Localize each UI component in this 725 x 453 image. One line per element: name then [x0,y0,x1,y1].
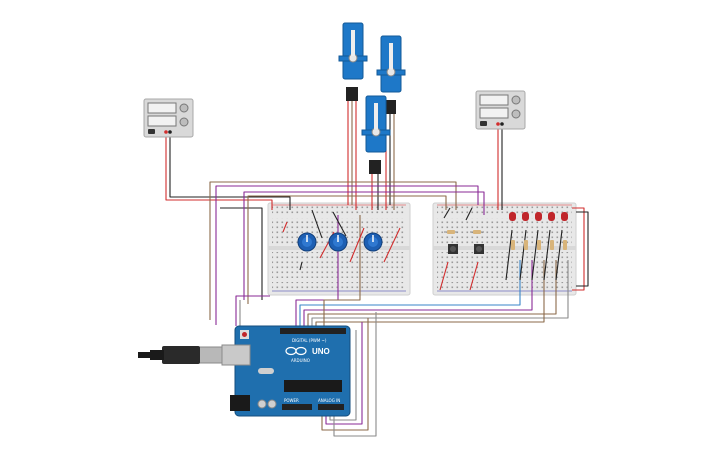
servo-2[interactable] [376,35,406,114]
servo-3[interactable] [361,95,391,174]
led-group [509,212,568,250]
potentiometer-2[interactable] [328,232,348,252]
voltage-knob-icon[interactable] [179,103,189,113]
current-knob-icon[interactable] [511,109,521,119]
analog-header-label: ANALOG IN [318,398,340,403]
led-resistor-3[interactable] [537,240,541,250]
pushbutton-2[interactable] [474,244,484,254]
led-resistor-4[interactable] [550,240,554,250]
led-resistor-1[interactable] [511,240,515,250]
led-2[interactable] [522,212,529,221]
resistor-button-1[interactable] [444,230,458,234]
power-supply-right[interactable] [475,90,526,130]
digital-header-label: DIGITAL (PWM ~) [292,338,327,343]
resistor-button-2[interactable] [470,230,484,234]
servo-horn-icon[interactable] [386,67,396,77]
voltage-knob-icon[interactable] [511,95,521,105]
usb-cable[interactable] [138,346,223,364]
brand-label: ARDUINO [291,358,310,363]
dc-jack [230,395,250,411]
positive-terminal-icon [164,130,168,134]
led-4[interactable] [548,212,555,221]
current-knob-icon[interactable] [179,117,189,127]
wires [165,100,589,437]
microcontroller-chip [284,380,342,392]
servo-horn-icon[interactable] [371,127,381,137]
led-1[interactable] [509,212,516,221]
reset-button[interactable] [242,332,247,337]
pushbutton-1[interactable] [448,244,458,254]
negative-terminal-icon [500,122,504,126]
led-resistor-5[interactable] [563,240,567,250]
led-3[interactable] [535,212,542,221]
potentiometer-3[interactable] [363,232,383,252]
led-5[interactable] [561,212,568,221]
power-header-label: POWER [284,398,299,403]
board-label: UNO [312,347,330,356]
led-resistor-2[interactable] [524,240,528,250]
power-switch-icon[interactable] [148,129,155,134]
usb-port [221,344,251,366]
positive-terminal-icon [496,122,500,126]
arduino-uno[interactable]: DIGITAL (PWM ~) UNO ARDUINO POWER ANALOG… [221,325,351,417]
breadboard-right[interactable] [432,202,577,296]
power-supply-left[interactable] [143,98,194,138]
negative-terminal-icon [168,130,172,134]
servo-1[interactable] [338,22,368,101]
power-switch-icon[interactable] [480,121,487,126]
potentiometer-1[interactable] [297,232,317,252]
